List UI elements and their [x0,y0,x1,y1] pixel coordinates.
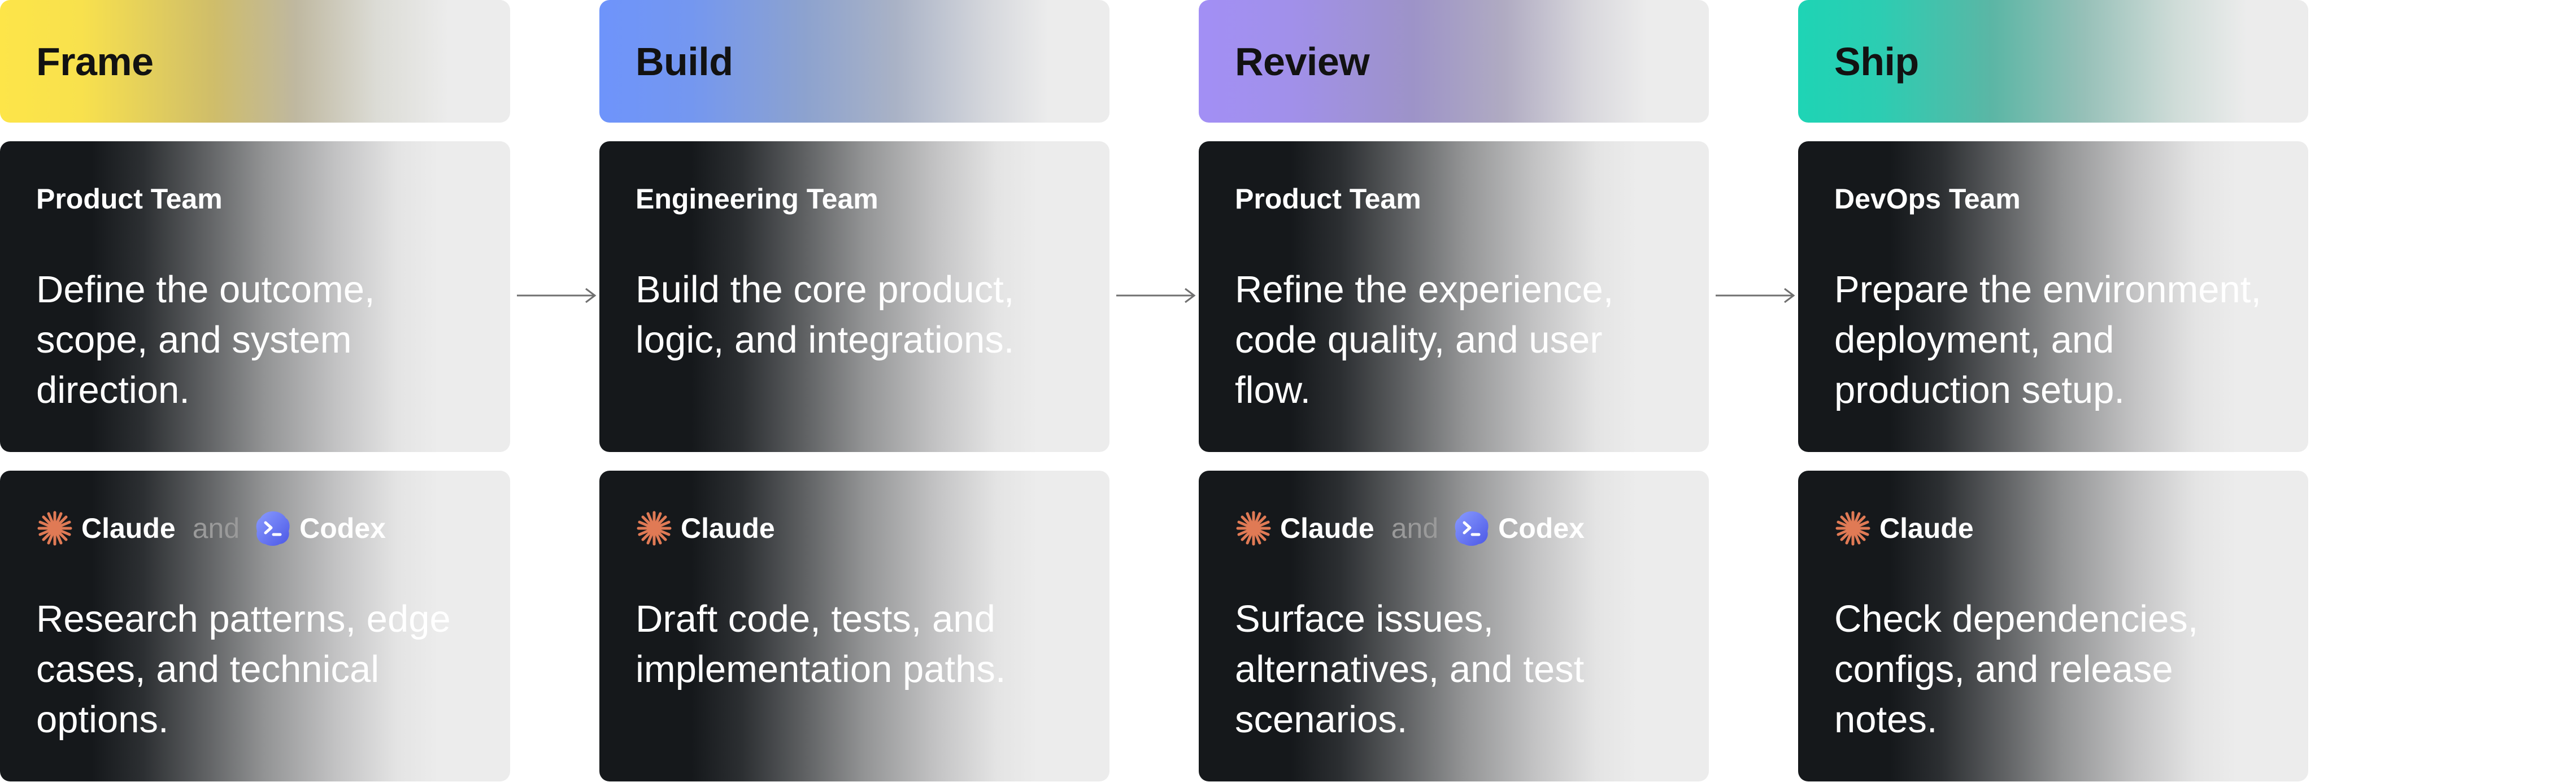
arrow-connector [1109,0,1199,782]
agent-name: Claude [681,512,775,544]
team-description: Refine the experience, code quality, and… [1235,268,1614,411]
stage-title: Frame [36,39,154,84]
agent-name: Codex [299,512,386,544]
stage-frame: Frame Product Team Define the outcome, s… [0,0,510,781]
arrow-connector [1709,0,1798,782]
agent-name: Claude [1879,512,1974,544]
team-label: DevOps Team [1834,183,2021,215]
claude-starburst-icon [637,511,672,546]
stage-ship: Ship DevOps Team Prepare the environment… [1798,0,2308,781]
claude-starburst-icon [37,511,72,546]
stage-header-review: Review [1199,0,1709,123]
arrow-right-icon [1716,288,1795,303]
agent-card-build: Claude Draft code, tests, and implementa… [599,471,1109,781]
stage-title: Ship [1834,39,1919,84]
agent-codex: Codex [254,510,386,547]
agent-card-ship: Claude Check dependencies, configs, and … [1798,471,2308,781]
team-description: Build the core product, logic, and integ… [636,268,1015,361]
agent-claude: Claude [36,510,176,547]
agent-name: Claude [81,512,176,544]
arrow-right-icon [1116,288,1196,303]
agent-card-review: Claude and Co [1199,471,1709,781]
agent-list: Claude [1834,510,2272,546]
team-card-review: Product Team Refine the experience, code… [1199,141,1709,452]
agent-codex: Codex [1453,510,1585,547]
stage-title: Build [636,39,733,84]
arrow-connector [510,0,599,782]
codex-terminal-icon [256,511,290,546]
agent-list: Claude and Co [36,510,474,546]
team-label: Product Team [36,183,223,215]
team-description: Define the outcome, scope, and system di… [36,268,375,411]
team-description: Prepare the environment, deployment, and… [1834,268,2262,411]
stage-build: Build Engineering Team Build the core pr… [599,0,1109,781]
agent-conjunction: and [1391,512,1439,544]
workflow-diagram: Frame Product Team Define the outcome, s… [0,0,2308,782]
team-label: Engineering Team [636,183,878,215]
agent-card-frame: Claude and Co [0,471,510,781]
team-card-build: Engineering Team Build the core product,… [599,141,1109,452]
agent-name: Claude [1280,512,1374,544]
stage-header-build: Build [599,0,1109,123]
stage-title: Review [1235,39,1370,84]
agent-list: Claude [636,510,1073,546]
claude-starburst-icon [1236,511,1271,546]
agent-claude: Claude [1235,510,1374,547]
agent-claude: Claude [636,510,775,547]
claude-starburst-icon [1835,511,1870,546]
agent-name: Codex [1498,512,1585,544]
team-label: Product Team [1235,183,1421,215]
arrow-right-icon [517,288,597,303]
team-card-ship: DevOps Team Prepare the environment, dep… [1798,141,2308,452]
codex-terminal-icon [1455,511,1489,546]
agent-description: Research patterns, edge cases, and techn… [36,598,451,741]
agent-description: Check dependencies, configs, and release… [1834,598,2199,741]
team-card-frame: Product Team Define the outcome, scope, … [0,141,510,452]
agent-claude: Claude [1834,510,1974,547]
agent-list: Claude and Co [1235,510,1673,546]
stage-header-ship: Ship [1798,0,2308,123]
agent-description: Surface issues, alternatives, and test s… [1235,598,1585,741]
agent-description: Draft code, tests, and implementation pa… [636,598,1006,690]
stage-review: Review Product Team Refine the experienc… [1199,0,1709,781]
stage-header-frame: Frame [0,0,510,123]
agent-conjunction: and [192,512,240,544]
